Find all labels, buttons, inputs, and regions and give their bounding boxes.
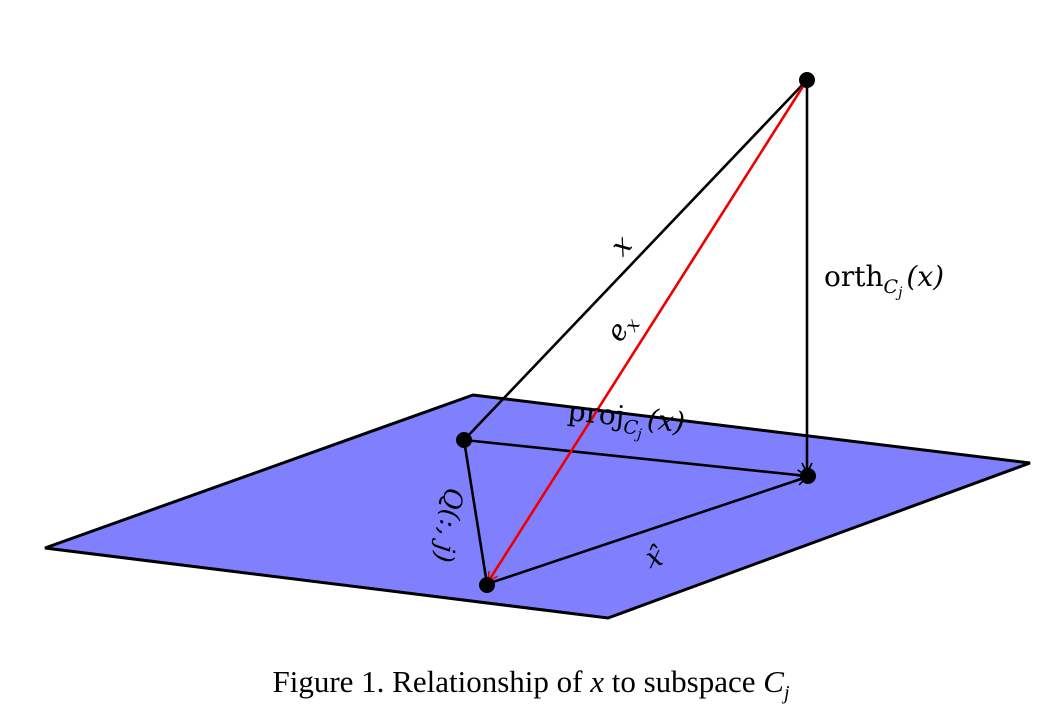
caption-sub-index: j bbox=[783, 682, 790, 705]
label-orth-base: orth bbox=[824, 260, 884, 293]
point-origin bbox=[456, 432, 472, 448]
label-ex: ex bbox=[599, 306, 645, 349]
label-orth-sub: C bbox=[884, 276, 899, 298]
label-proj-base: proj bbox=[566, 394, 626, 433]
figure-caption: Figure 1. Relationship of x to subspace … bbox=[0, 664, 1062, 705]
point-projection bbox=[800, 468, 816, 484]
q-column-vector bbox=[462, 439, 489, 585]
label-proj-arg: (x) bbox=[646, 402, 687, 439]
label-orth-subsub: j bbox=[895, 285, 903, 301]
point-x-tip bbox=[799, 72, 815, 88]
caption-mid: to subspace bbox=[603, 664, 764, 699]
label-orth: orthCj(x) bbox=[824, 260, 944, 301]
point-q-tip bbox=[479, 577, 495, 593]
proj-vector bbox=[463, 438, 807, 476]
label-orth-arg: (x) bbox=[906, 260, 944, 293]
caption-sub-base: C bbox=[763, 664, 784, 699]
x-vector bbox=[463, 79, 808, 441]
label-proj-subsub: j bbox=[633, 426, 643, 443]
caption-prefix: Figure 1. Relationship of bbox=[272, 664, 591, 699]
label-proj: projCj(x) bbox=[565, 394, 686, 447]
label-proj-sub: C bbox=[622, 416, 639, 439]
xhat-vector bbox=[486, 477, 807, 586]
label-x: x bbox=[604, 228, 639, 262]
caption-var: x bbox=[590, 664, 604, 699]
ex-vector bbox=[486, 79, 809, 582]
